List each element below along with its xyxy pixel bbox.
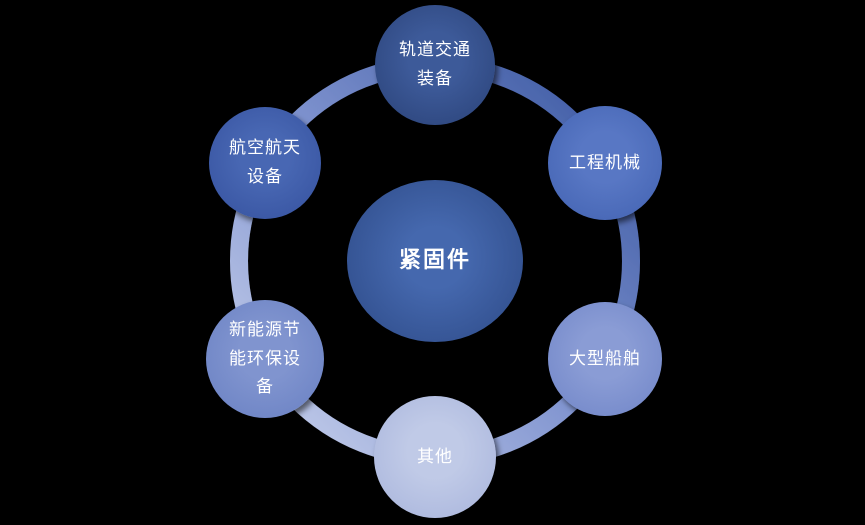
node-construction-machinery: 工程机械 [548, 106, 662, 220]
node-large-ships: 大型船舶 [548, 302, 662, 416]
node-label: 工程机械 [569, 152, 641, 173]
center-node-label: 紧固件 [398, 248, 471, 274]
node-aerospace-equipment: 航空航天 设备 [209, 107, 321, 219]
node-rail-transit-equipment: 轨道交通 装备 [375, 5, 495, 125]
node-new-energy-environmental-equipment: 新能源节 能环保设 备 [206, 300, 324, 418]
node-label: 大型船舶 [569, 348, 641, 369]
node-others: 其他 [374, 396, 496, 518]
node-label: 航空航天 设备 [229, 138, 301, 187]
node-label: 轨道交通 装备 [399, 40, 471, 89]
center-node-fasteners: 紧固件 [347, 180, 523, 342]
node-label: 其他 [417, 446, 453, 467]
node-label: 新能源节 能环保设 备 [229, 319, 301, 398]
